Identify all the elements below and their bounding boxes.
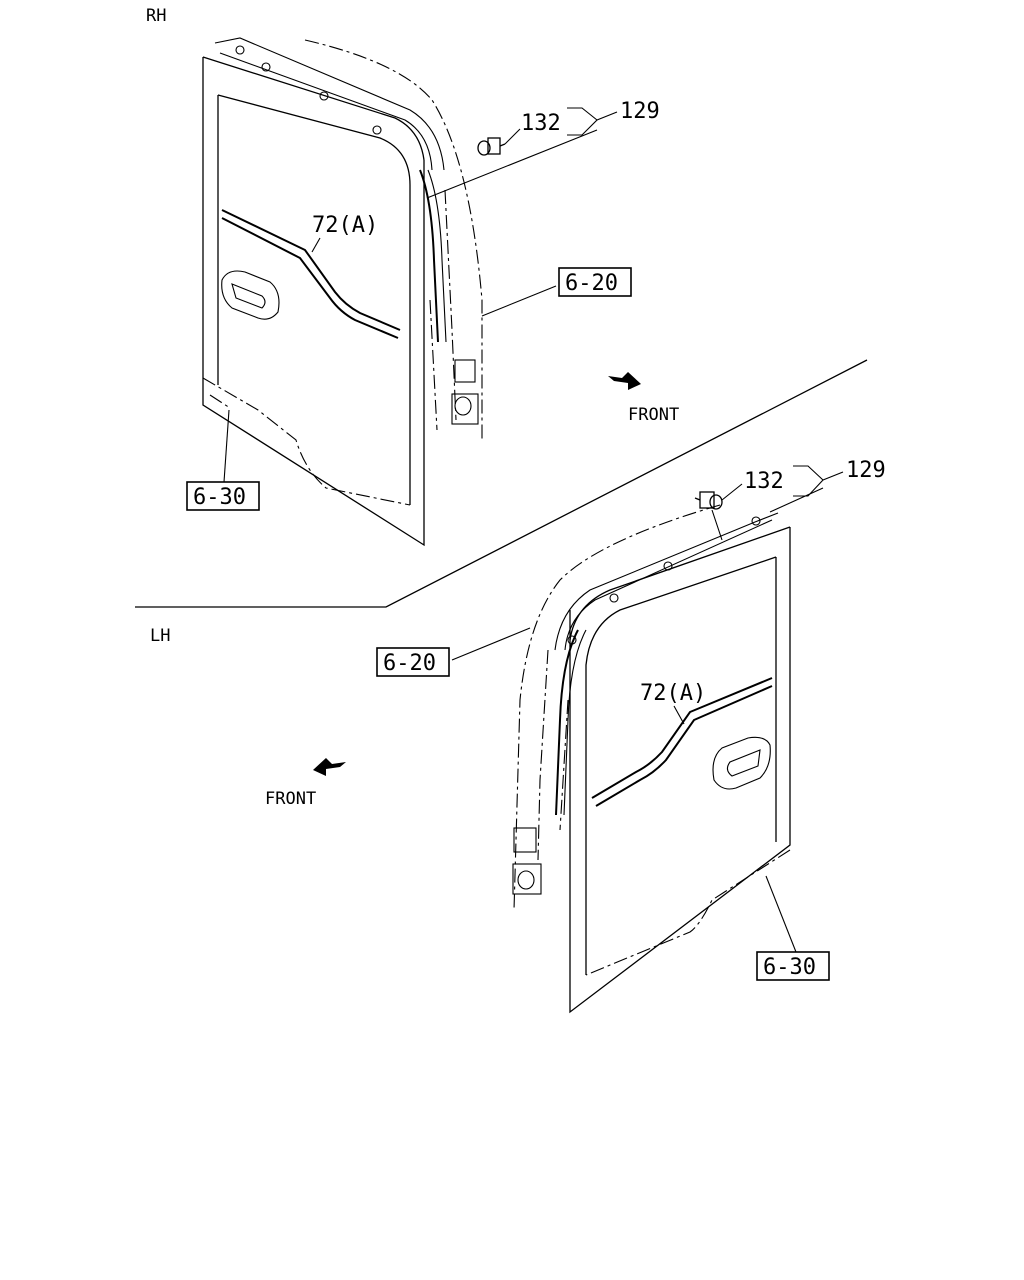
lh-ref-box-6-30: [756, 951, 830, 981]
rh-bolt-132: [477, 137, 506, 156]
lh-front-arrow-icon: [313, 758, 346, 776]
lh-side-label: LH: [150, 626, 170, 646]
lh-callout-129: 129: [846, 458, 886, 483]
rh-door: [202, 37, 483, 547]
lh-callout-72a: 72(A): [640, 681, 706, 706]
rh-side-label: RH: [146, 6, 166, 26]
rh-ref-6-20: 6-20: [565, 271, 618, 296]
lh-front-label: FRONT: [265, 789, 316, 809]
rh-ref-box-6-20: [558, 267, 632, 297]
rh-section: RH: [146, 6, 679, 547]
rh-callout-129: 129: [620, 99, 660, 124]
lh-callout-132: 132: [744, 469, 784, 494]
lh-ref-6-20: 6-20: [383, 651, 436, 676]
lh-ref-6-30: 6-30: [763, 955, 816, 980]
section-divider: [135, 359, 868, 608]
lh-section: LH: [150, 458, 886, 1014]
lh-door: [512, 504, 791, 1014]
rh-ref-6-30: 6-30: [193, 485, 246, 510]
rh-front-label: FRONT: [628, 405, 679, 425]
lh-bolt-132: [694, 491, 723, 510]
rh-callout-72a: 72(A): [312, 213, 378, 238]
rh-callout-132: 132: [521, 111, 561, 136]
rh-ref-box-6-30: [186, 481, 260, 511]
lh-ref-box-6-20: [376, 647, 450, 677]
rh-front-arrow-icon: [608, 372, 641, 390]
